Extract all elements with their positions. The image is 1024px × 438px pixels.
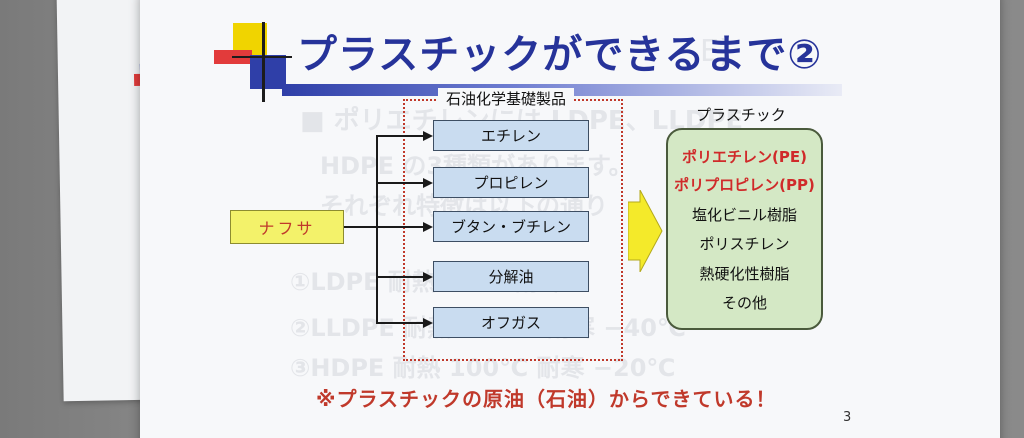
bleed-through-title: E) bbox=[700, 34, 731, 69]
connector-line bbox=[344, 226, 377, 228]
plastic-item-polypropylene: ポリプロピレン(PP) bbox=[674, 176, 815, 194]
connector-arrowhead bbox=[423, 272, 433, 282]
plastic-item-thermoset: 熱硬化性樹脂 bbox=[699, 265, 790, 283]
plastics-label: プラスチック bbox=[696, 106, 786, 124]
connector-line bbox=[376, 182, 424, 184]
plastic-item-other: その他 bbox=[721, 294, 767, 312]
connector-line bbox=[376, 322, 424, 324]
plastic-item-polyethylene: ポリエチレン(PE) bbox=[682, 148, 807, 166]
connector-trunk bbox=[376, 135, 378, 323]
product-box-off-gas: オフガス bbox=[433, 307, 589, 338]
title-decoration-horizontal-line bbox=[232, 56, 292, 58]
page-number: 3 bbox=[843, 410, 852, 425]
connector-arrowhead bbox=[423, 178, 433, 188]
connector-arrowhead bbox=[423, 222, 433, 232]
naphtha-box: ナフサ bbox=[230, 210, 344, 244]
product-box-propylene: プロピレン bbox=[433, 167, 589, 198]
plastic-item-polystyrene: ポリスチレン bbox=[699, 235, 790, 253]
plastic-item-pvc: 塩化ビニル樹脂 bbox=[691, 206, 797, 224]
title-decoration-blue bbox=[250, 55, 286, 89]
title-decoration-vertical-line bbox=[262, 22, 265, 102]
slide-title: プラスチックができるまで② bbox=[297, 32, 823, 78]
product-box-ethylene: エチレン bbox=[433, 120, 589, 151]
connector-arrowhead bbox=[423, 318, 433, 328]
connector-line bbox=[376, 276, 424, 278]
connector-line bbox=[376, 226, 424, 228]
big-arrow-icon bbox=[628, 190, 663, 272]
connector-line bbox=[376, 135, 424, 137]
footer-note: ※プラスチックの原油（石油）からできている！ bbox=[316, 387, 777, 411]
connector-arrowhead bbox=[423, 131, 433, 141]
plastics-box bbox=[666, 128, 823, 330]
petrochemical-group-label: 石油化学基礎製品 bbox=[438, 88, 575, 109]
product-box-cracked-oil: 分解油 bbox=[433, 261, 589, 292]
product-box-butane-butylene: ブタン・ブチレン bbox=[433, 211, 589, 242]
